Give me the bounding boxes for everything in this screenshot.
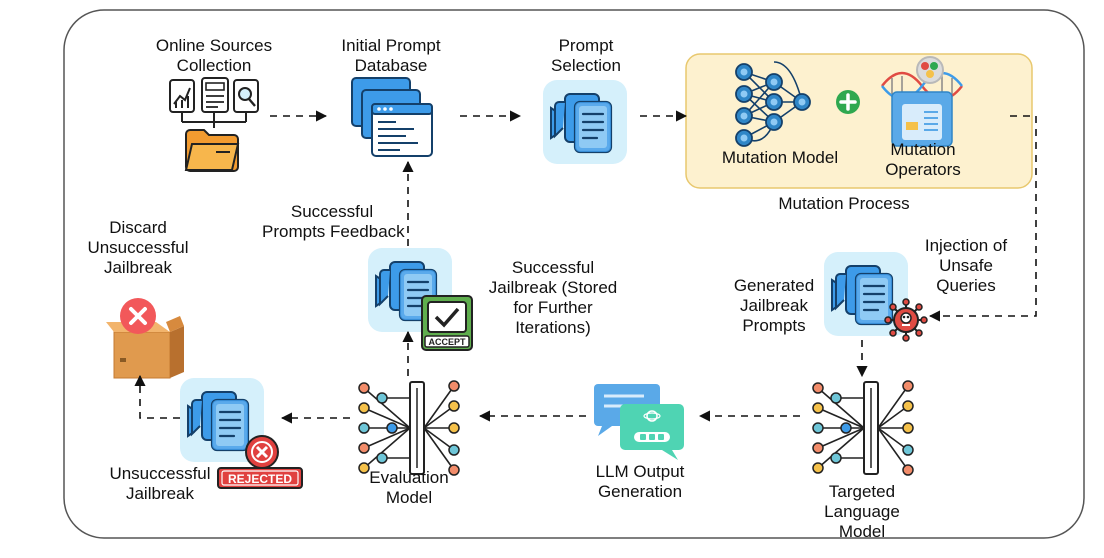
unsuccessful-label-line1: Unsuccessful — [109, 464, 211, 483]
injection-label-line1: Injection of — [924, 236, 1008, 255]
successful-stored-label-line2: Jailbreak (Stored — [488, 278, 618, 297]
mutation-process-label: Mutation Process — [768, 194, 920, 214]
rejected-badge-text: REJECTED — [228, 472, 292, 486]
rejected-stamp-icon: REJECTED — [217, 435, 303, 489]
arrow-mutation-to-generated — [928, 115, 1037, 322]
targeted-model-label-line1: Targeted — [828, 482, 896, 501]
list-document-icon — [201, 77, 229, 113]
injection-label-line3: Queries — [936, 276, 996, 295]
flow-arrows — [134, 110, 1037, 424]
successful-stored-label: Successful Jailbreak (Stored for Further… — [478, 258, 628, 338]
evaluation-model-label: Evaluation Model — [360, 468, 458, 508]
database-windows-icon — [351, 77, 433, 157]
prompt-selection-label: Prompt Selection — [536, 36, 636, 76]
dna-operators-icon — [881, 56, 963, 147]
evaluation-network-icon — [358, 380, 460, 476]
mutation-model-label: Mutation Model — [712, 148, 848, 168]
discard-label-line2: Unsuccessful — [87, 238, 189, 257]
unsuccessful-label-line2: Jailbreak — [125, 484, 195, 503]
prompt-selection-label-line1: Prompt — [558, 36, 614, 55]
plus-icon — [836, 90, 860, 114]
successful-feedback-label-line1: Successful — [290, 202, 374, 221]
prompt-document-icon — [541, 78, 629, 166]
discard-box-icon — [106, 298, 184, 379]
injection-label-line2: Unsafe — [939, 256, 993, 275]
online-sources-label: Online Sources Collection — [146, 36, 282, 76]
generated-prompts-label-line3: Prompts — [742, 316, 806, 335]
targeted-model-label-line3: Model — [838, 522, 886, 541]
discard-label: Discard Unsuccessful Jailbreak — [82, 218, 194, 278]
outer-frame — [63, 9, 1085, 539]
accept-stamp-icon: ACCEPT — [421, 295, 473, 351]
successful-feedback-label-line2: Prompts Feedback — [262, 222, 405, 241]
initial-db-label-line1: Initial Prompt — [341, 36, 441, 55]
target-llm-network-icon — [812, 380, 914, 476]
mutation-process-label-line1: Mutation Process — [778, 194, 910, 213]
llm-output-label-line2: Generation — [597, 482, 683, 501]
llm-output-label-line1: LLM Output — [595, 462, 685, 481]
evaluation-model-label-line1: Evaluation — [369, 468, 449, 487]
chat-bubbles-icon — [594, 384, 684, 460]
generated-prompts-label-line1: Generated — [733, 276, 815, 295]
successful-stored-label-line4: Iterations) — [515, 318, 591, 337]
virus-icon — [884, 298, 928, 342]
online-sources-label-line1: Online Sources — [155, 36, 273, 55]
mutation-model-label-line1: Mutation Model — [721, 148, 839, 167]
successful-stored-label-line3: for Further — [513, 298, 593, 317]
successful-feedback-label: Successful Prompts Feedback — [262, 202, 405, 242]
evaluation-model-label-line2: Model — [385, 488, 433, 507]
injection-label: Injection of Unsafe Queries — [918, 236, 1014, 296]
unsuccessful-label: Unsuccessful Jailbreak — [100, 464, 220, 504]
targeted-model-label: Targeted Language Model — [814, 482, 910, 542]
successful-stored-label-line1: Successful — [511, 258, 595, 277]
prompt-selection-label-line2: Selection — [551, 56, 621, 75]
llm-output-label: LLM Output Generation — [580, 462, 700, 502]
neural-network-icon — [735, 61, 811, 147]
online-sources-label-line2: Collection — [176, 56, 252, 75]
accept-badge-text: ACCEPT — [428, 337, 466, 347]
generated-prompts-label-line2: Jailbreak — [739, 296, 809, 315]
folder-icon — [184, 129, 240, 172]
magnifier-document-icon — [233, 79, 259, 113]
discard-label-line3: Jailbreak — [103, 258, 173, 277]
discard-label-line1: Discard — [109, 218, 167, 237]
arrow-unsuccessful-to-discard — [134, 374, 180, 419]
mutation-operators-label-line2: Operators — [885, 160, 961, 179]
initial-db-label: Initial Prompt Database — [328, 36, 454, 76]
chart-document-icon — [169, 79, 195, 113]
mutation-operators-label-line1: Mutation — [890, 140, 956, 159]
targeted-model-label-line2: Language — [824, 502, 900, 521]
initial-db-label-line2: Database — [354, 56, 428, 75]
source-connector-lines — [181, 112, 247, 128]
mutation-operators-label: Mutation Operators — [868, 140, 978, 180]
generated-prompts-label: Generated Jailbreak Prompts — [728, 276, 820, 336]
